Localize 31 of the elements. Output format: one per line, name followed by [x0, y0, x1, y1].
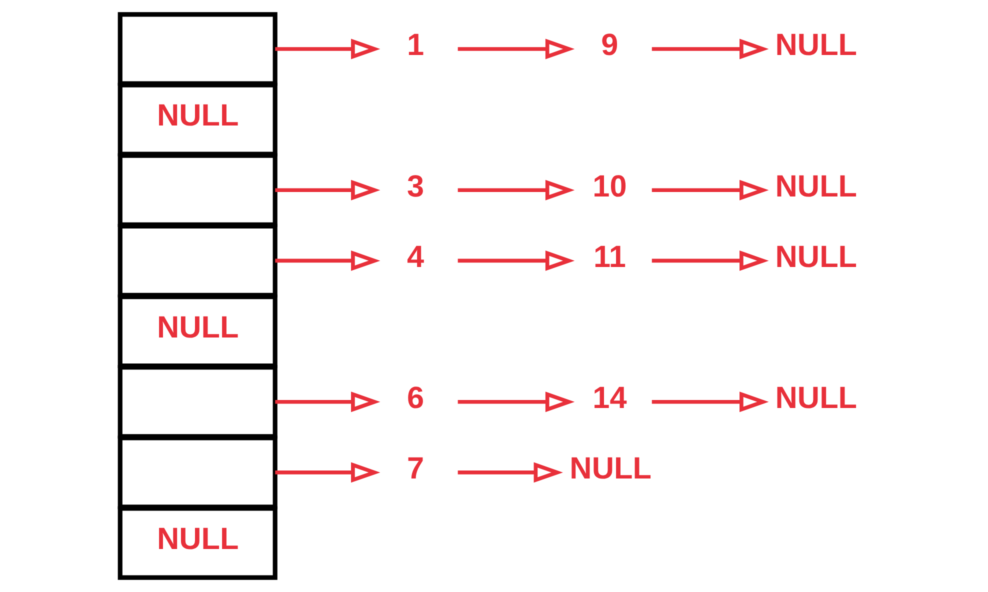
arrow	[651, 38, 768, 60]
arrow	[274, 180, 380, 200]
node-text: 10	[592, 168, 626, 204]
arrow	[651, 250, 768, 271]
node-box	[117, 365, 277, 439]
node-text: 6	[406, 380, 424, 415]
arrow	[457, 180, 574, 200]
node-text: 9	[600, 27, 618, 62]
arrow	[457, 392, 574, 412]
node-text: 11	[592, 238, 626, 274]
node-text: 14	[592, 380, 626, 415]
arrow	[274, 392, 380, 412]
arrow	[651, 392, 768, 412]
arrow	[274, 250, 380, 271]
node-text: NULL	[569, 450, 651, 486]
node-text: 4	[406, 238, 424, 274]
arrow	[274, 38, 380, 60]
node-box	[117, 12, 277, 86]
node-text: NULL	[774, 27, 857, 62]
arrow	[457, 38, 574, 60]
node-box	[117, 436, 277, 510]
node-text: NULL	[774, 168, 857, 204]
node-text: NULL	[774, 380, 857, 415]
arrow	[457, 462, 562, 483]
arrow	[457, 250, 574, 271]
arrow	[651, 180, 768, 200]
node-text: 7	[406, 450, 424, 486]
node-text: NULL	[774, 238, 857, 274]
node-text: 1	[406, 27, 424, 62]
arrow	[274, 462, 380, 483]
node-text: 3	[406, 168, 424, 204]
